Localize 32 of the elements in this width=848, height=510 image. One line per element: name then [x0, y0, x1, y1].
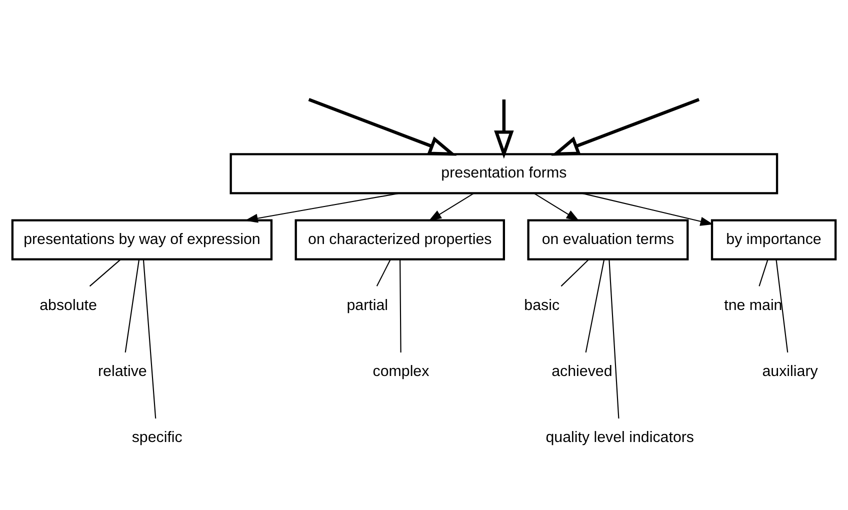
connector [124, 259, 140, 353]
arrow [582, 192, 714, 226]
connector [376, 259, 391, 286]
arrow [494, 99, 514, 159]
node-box: on characterized properties [294, 219, 506, 260]
connector [776, 259, 788, 353]
node-box: on evaluation terms [527, 219, 689, 260]
arrow [428, 192, 474, 222]
connector [560, 259, 590, 287]
connector [142, 260, 156, 419]
node-text: relative [98, 363, 147, 380]
node-text: basic [524, 296, 560, 314]
node-text: auxiliary [762, 363, 818, 380]
connector [758, 259, 768, 286]
node-box: presentations by way of expression [11, 219, 273, 260]
node-text: achieved [552, 363, 612, 380]
node-text: complex [372, 363, 430, 380]
node-box: by importance [710, 219, 837, 260]
node-text: absolute [40, 296, 97, 314]
node-text: quality level indicators [546, 429, 694, 446]
node-text: specific [132, 429, 182, 446]
arrow [551, 98, 700, 156]
node-box: presentation forms [230, 153, 778, 194]
arrow [534, 192, 580, 222]
node-text: partial [346, 296, 388, 314]
connector [608, 260, 620, 419]
connector [585, 259, 605, 353]
arrow [244, 192, 400, 223]
connector [89, 259, 121, 287]
arrow [308, 98, 457, 156]
connector [400, 259, 402, 352]
node-text: tne main [724, 296, 782, 314]
